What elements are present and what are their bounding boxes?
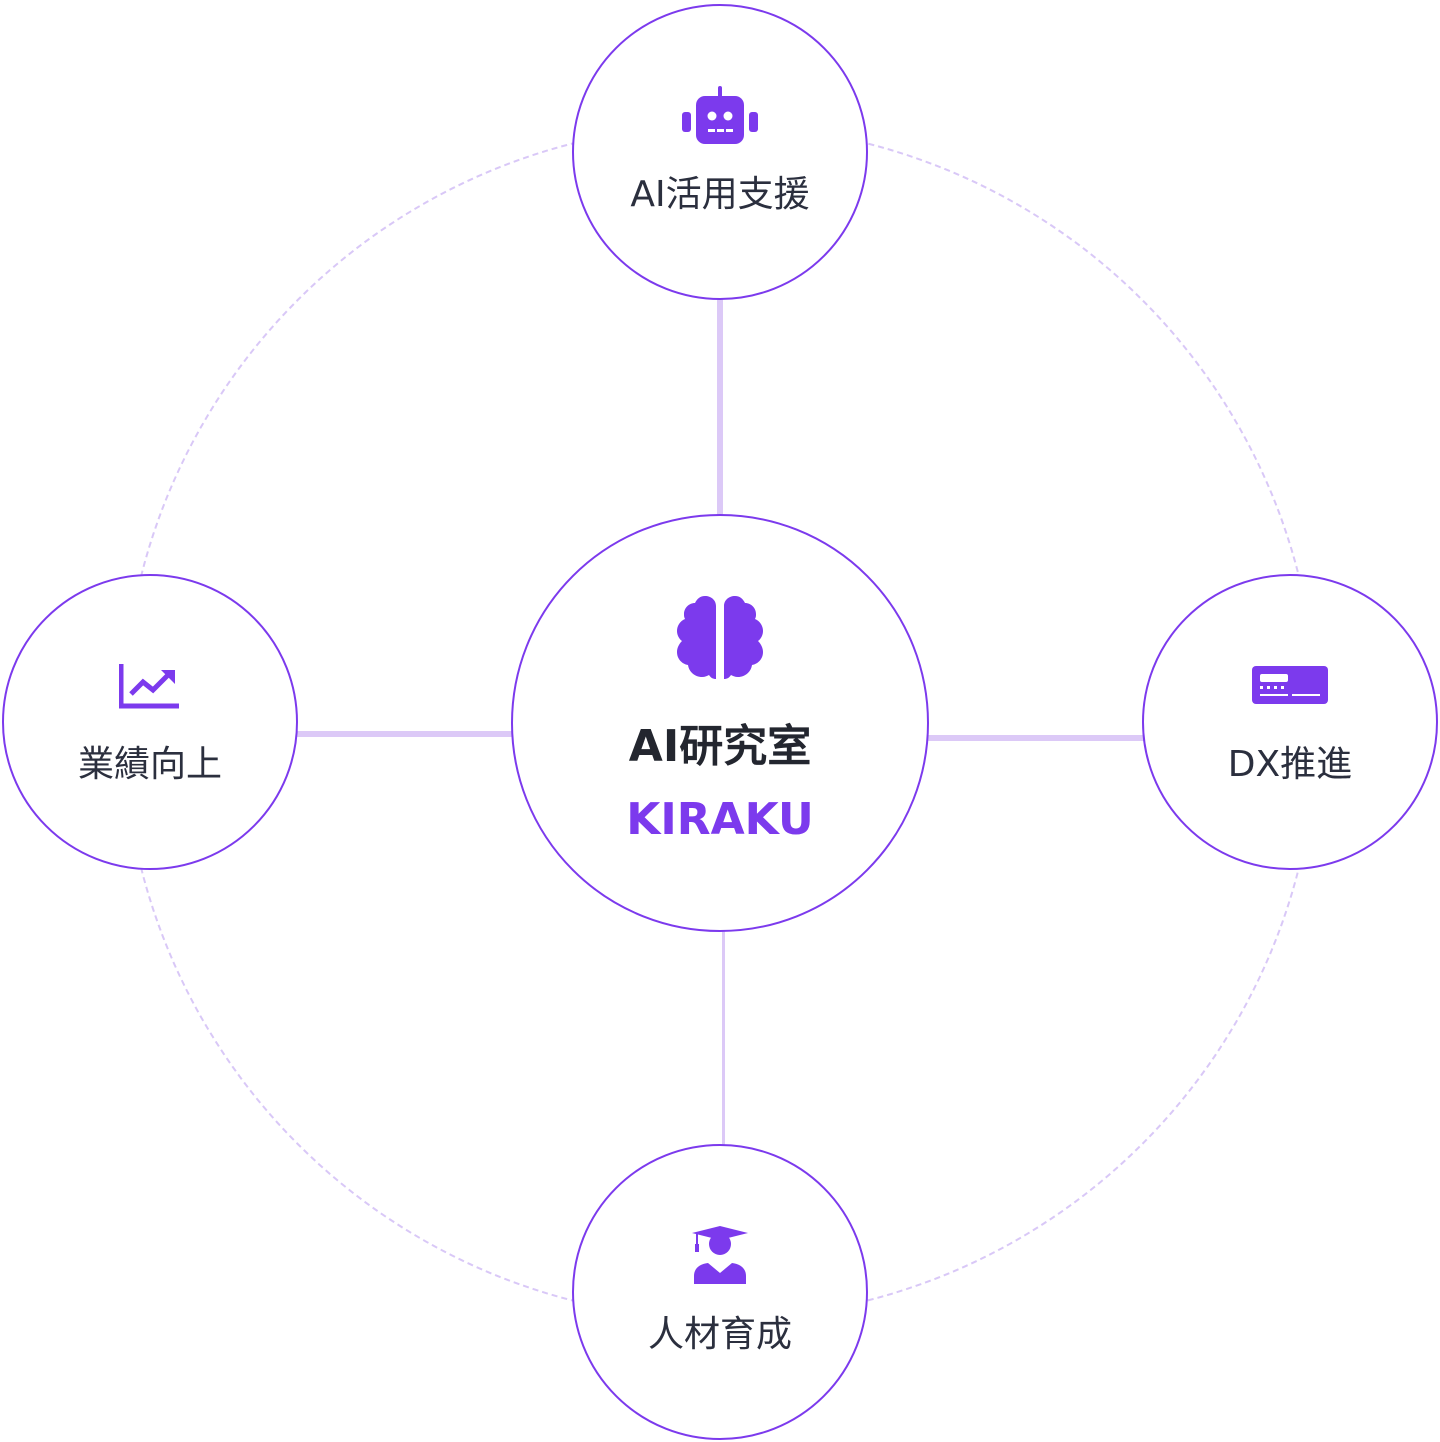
robot-icon [680, 84, 760, 148]
node-label: 人材育成 [647, 1314, 792, 1355]
node-label: AI活用支援 [630, 174, 810, 215]
connector-top [717, 298, 723, 516]
connector-left [296, 731, 514, 737]
connector-right [926, 735, 1144, 741]
chart-line-icon [110, 654, 190, 718]
node-label: DX推進 [1227, 744, 1353, 785]
keyboard-card-icon [1250, 654, 1330, 718]
connector-bottom [722, 928, 725, 1146]
node-talent: 人材育成 [572, 1144, 868, 1440]
brain-icon [668, 596, 772, 696]
center-node: AI研究室 KIRAKU [511, 514, 929, 932]
graduate-user-icon [680, 1224, 760, 1288]
node-dx: DX推進 [1142, 574, 1438, 870]
center-title: AI研究室 [628, 721, 812, 772]
node-performance: 業績向上 [2, 574, 298, 870]
node-label: 業績向上 [77, 744, 222, 785]
center-subtitle: KIRAKU [626, 794, 814, 845]
node-ai-support: AI活用支援 [572, 4, 868, 300]
